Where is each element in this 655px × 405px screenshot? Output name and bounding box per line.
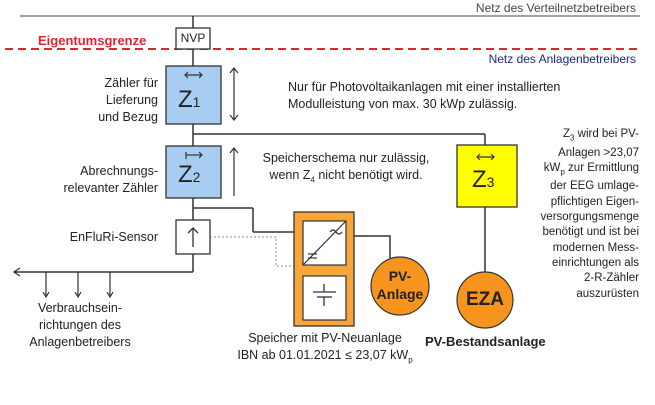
existing-plant-label: PV-Bestandsanlage <box>425 334 546 349</box>
pv-anlage-label: PV- Anlage <box>376 268 424 302</box>
grid-operator-net-label: Netz des Verteilnetzbetreibers <box>475 1 636 15</box>
meter-z3-box <box>456 144 518 208</box>
pv-wire <box>354 235 391 258</box>
pv-anlage-circle <box>370 256 430 316</box>
left-arrow-icon <box>12 267 21 277</box>
meter-z3-note: Z3 wird bei PV- Anlagen >23,07 kWp zur E… <box>540 128 639 300</box>
bidirectional-flow-icon <box>229 67 239 121</box>
meter-z1-label: Zähler für Lieferung und Bezug <box>98 76 158 124</box>
ownership-boundary-label: Eigentumsgrenze <box>38 33 147 48</box>
signal-line <box>210 236 294 267</box>
plant-operator-net-label: Netz des Anlagenbetreibers <box>488 52 636 66</box>
double-arrow-icon <box>184 71 203 79</box>
battery-icon <box>313 284 336 306</box>
meter-z1-symbol: Z1 <box>178 86 201 113</box>
eza-circle <box>456 271 514 329</box>
meter-z3-symbol: Z3 <box>472 166 495 193</box>
storage-note: Speicherschema nur zulässig, wenn Z4 nic… <box>262 151 430 185</box>
enfluri-sensor-label: EnFluRi-Sensor <box>69 230 158 244</box>
eza-label: EZA <box>466 289 504 310</box>
inverter-icon <box>302 220 347 266</box>
consumer-drop-arrows <box>42 272 114 299</box>
meter-z2-symbol: Z2 <box>178 161 201 188</box>
storage-caption: Speicher mit PV-Neuanlage IBN ab 01.01.2… <box>237 331 413 365</box>
double-arrow-icon <box>476 153 495 161</box>
meter-z1-box <box>165 65 222 125</box>
sensor-arrow-icon <box>187 227 199 247</box>
nvp-label: NVP <box>180 31 206 45</box>
pv-limit-note: Nur für Photovoltaikanlagen mit einer in… <box>288 80 561 111</box>
feed-in-arrow-icon <box>185 151 203 159</box>
up-arrow-icon <box>229 147 239 196</box>
meter-z2-label: Abrechnungs- relevanter Zähler <box>63 164 159 195</box>
consumers-label: Verbrauchsein- richtungen des Anlagenbet… <box>29 301 131 349</box>
